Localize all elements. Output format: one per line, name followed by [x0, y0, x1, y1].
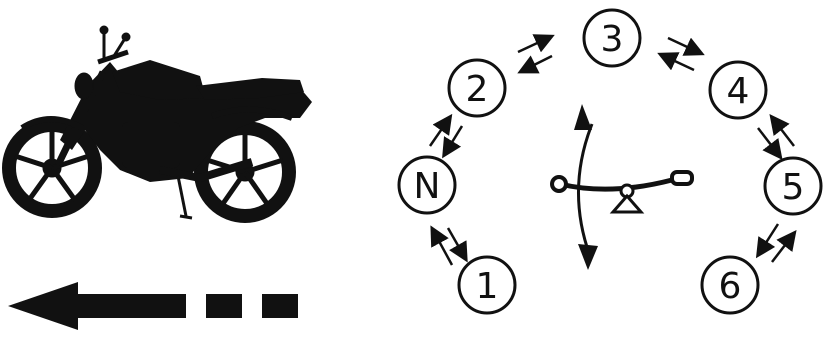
shift-arrow-5-6-icon: [760, 224, 792, 262]
gear-5-label: 5: [782, 167, 805, 208]
gear-6-node: 6: [702, 257, 758, 313]
shift-arrow-3-4-icon: [664, 38, 698, 70]
gear-3-label: 3: [601, 19, 624, 60]
gear-2-label: 2: [466, 69, 489, 110]
gear-4-label: 4: [727, 71, 750, 112]
gear-sequence: 1 N 2 3 4 5 6: [399, 10, 821, 313]
motorcycle-icon: [9, 26, 312, 218]
gear-4-node: 4: [710, 62, 766, 118]
gear-2-node: 2: [449, 60, 505, 116]
gear-1-node: 1: [459, 257, 515, 313]
shift-arrow-n-2-icon: [430, 120, 462, 152]
shift-arrow-2-3-icon: [518, 38, 552, 70]
direction-arrow-icon: [8, 282, 298, 330]
gear-n-label: N: [414, 166, 441, 207]
gear-5-node: 5: [765, 158, 821, 214]
gear-n-node: N: [399, 157, 455, 213]
shift-arrow-1-n-icon: [434, 228, 464, 265]
gear-1-label: 1: [476, 266, 499, 307]
gear-3-node: 3: [584, 10, 640, 66]
gear-6-label: 6: [719, 266, 742, 307]
shift-arrow-4-5-icon: [758, 120, 794, 154]
shift-lever-icon: [552, 104, 692, 270]
